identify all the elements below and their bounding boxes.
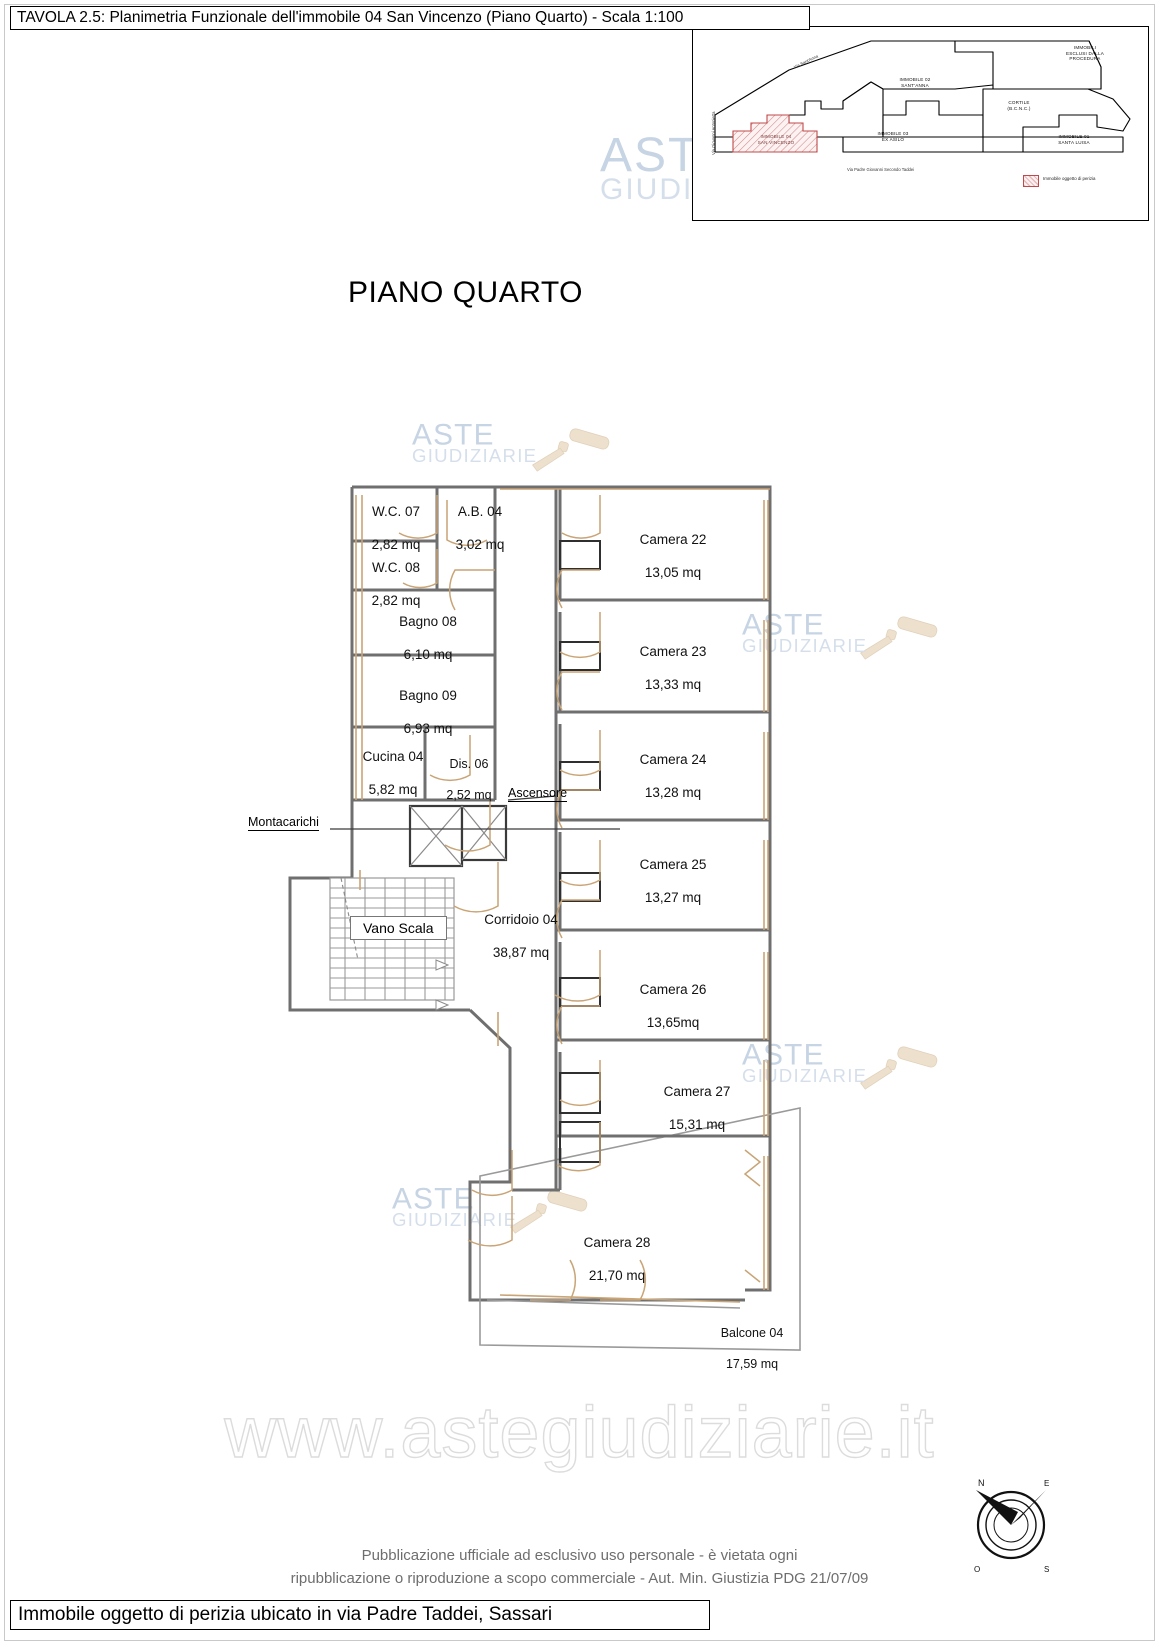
- room-name: Balcone 04: [720, 1326, 784, 1341]
- room-name: Cucina 04: [362, 749, 424, 765]
- compass-label-o: O: [974, 1565, 980, 1574]
- room-name: Camera 23: [639, 644, 707, 660]
- page-border: [4, 4, 1155, 1641]
- inset-label-immobile-02: IMMOBILE 02 SANT'ANNA: [899, 77, 931, 88]
- room-label-camera-22: Camera 22 13,05 mq: [608, 516, 738, 598]
- room-label-wc-07: W.C. 07 2,82 mq: [356, 488, 436, 570]
- inset-street-giovanni-antonietta: Via Giovanni Antonietta: [711, 111, 716, 155]
- room-name: Camera 24: [639, 752, 707, 768]
- compass-label-n: N: [978, 1478, 985, 1488]
- room-area: 5,82 mq: [368, 782, 418, 798]
- compass-label-s: S: [1044, 1565, 1049, 1574]
- room-name: A.B. 04: [457, 504, 503, 520]
- property-address-text: Immobile oggetto di perizia ubicato in v…: [18, 1604, 553, 1625]
- room-label-dis-06: Dis. 06 2,52 mq: [432, 742, 506, 818]
- drawing-title-text: TAVOLA 2.5: Planimetria Funzionale dell'…: [17, 9, 684, 26]
- room-label-wc-08: W.C. 08 2,82 mq: [356, 544, 436, 626]
- copyright-disclaimer: Pubblicazione ufficiale ad esclusivo uso…: [0, 1544, 1159, 1591]
- room-label-camera-27: Camera 27 15,31 mq: [632, 1068, 762, 1150]
- callout-ascensore: Ascensore: [508, 786, 568, 802]
- room-label-camera-25: Camera 25 13,27 mq: [608, 841, 738, 923]
- room-area: 17,59 mq: [725, 1356, 779, 1371]
- plan-walls-vestibules: [559, 540, 601, 1163]
- room-label-camera-23: Camera 23 13,33 mq: [608, 628, 738, 710]
- plan-windows: [355, 488, 770, 1303]
- room-name: Bagno 08: [399, 614, 457, 630]
- callout-montacarichi: Montacarichi: [248, 815, 319, 831]
- room-label-camera-28: Camera 28 21,70 mq: [552, 1219, 682, 1301]
- room-area: 13,27 mq: [644, 890, 702, 906]
- stairwell-graphic: [329, 877, 455, 1011]
- room-area: 13,28 mq: [644, 785, 702, 801]
- inset-legend-label: Immobile oggetto di perizia: [1043, 176, 1096, 181]
- room-name: W.C. 08: [371, 560, 420, 576]
- plan-balcony-outline: [479, 1107, 801, 1351]
- compass-rose-icon: N E O S: [974, 1478, 1049, 1574]
- room-name: Camera 28: [583, 1235, 651, 1251]
- room-label-camera-26: Camera 26 13,65mq: [608, 966, 738, 1048]
- room-label-bagno-09: Bagno 09 6,93 mq: [368, 672, 488, 754]
- room-area: 15,31 mq: [668, 1117, 726, 1133]
- room-name: Camera 25: [639, 857, 707, 873]
- inset-street-padre-taddei: Via Padre Giovanni Secondo Taddei: [847, 167, 915, 172]
- room-area: 2,82 mq: [371, 537, 421, 553]
- room-area: 3,02 mq: [455, 537, 505, 553]
- room-name: Camera 27: [663, 1084, 731, 1100]
- room-name: Dis. 06: [449, 757, 489, 772]
- callout-leader-lines: [330, 795, 620, 830]
- drawing-title-bar: TAVOLA 2.5: Planimetria Funzionale dell'…: [10, 6, 810, 30]
- inset-label-immobile-01: IMMOBILE 01 SANTA LUISA: [1058, 134, 1090, 145]
- room-name: W.C. 07: [371, 504, 420, 520]
- inset-label-cortile: CORTILE (B.C.N.C.): [1007, 100, 1031, 111]
- room-name: Camera 22: [639, 532, 707, 548]
- room-area: 2,82 mq: [371, 593, 421, 609]
- disclaimer-line-1: Pubblicazione ufficiale ad esclusivo uso…: [361, 1547, 798, 1564]
- room-label-camera-24: Camera 24 13,28 mq: [608, 736, 738, 818]
- room-area: 6,10 mq: [403, 647, 453, 663]
- room-area: 21,70 mq: [588, 1268, 646, 1284]
- room-label-ab-04: A.B. 04 3,02 mq: [440, 488, 520, 570]
- room-area: 13,65mq: [646, 1015, 700, 1031]
- room-name: Camera 26: [639, 982, 707, 998]
- room-name: Corridoio 04: [484, 912, 558, 928]
- room-area: 38,87 mq: [492, 945, 550, 961]
- property-address-bar: Immobile oggetto di perizia ubicato in v…: [10, 1600, 710, 1630]
- inset-legend-swatch: [1023, 175, 1039, 187]
- page-title: PIANO QUARTO: [348, 276, 583, 309]
- compass-label-e: E: [1044, 1479, 1049, 1488]
- room-label-bagno-08: Bagno 08 6,10 mq: [368, 598, 488, 680]
- inset-label-immobile-04: IMMOBILE 04 SAN VINCENZO: [757, 134, 795, 145]
- disclaimer-line-2: ripubblicazione o riproduzione a scopo c…: [290, 1570, 869, 1588]
- subject-building-highlight: [732, 114, 818, 153]
- label-vano-scala: Vano Scala: [350, 916, 447, 940]
- inset-label-immobili-esclusi: IMMOBILI ESCLUSI DALLA PROCEDURA: [1065, 45, 1105, 62]
- room-area: 13,33 mq: [644, 677, 702, 693]
- inset-label-immobile-03: IMMOBILE 03 EX ASILO: [877, 131, 909, 142]
- room-label-cucina-04: Cucina 04 5,82 mq: [350, 733, 436, 815]
- room-area: 6,93 mq: [403, 721, 453, 737]
- room-name: Bagno 09: [399, 688, 457, 704]
- room-label-corridoio-04: Corridoio 04 38,87 mq: [458, 896, 584, 978]
- plan-door-swings: [398, 495, 762, 1301]
- inset-key-map: IMMOBILI ESCLUSI DALLA PROCEDURA IMMOBIL…: [692, 26, 1149, 221]
- room-label-balcone-04: Balcone 04 17,59 mq: [690, 1311, 814, 1387]
- room-area: 2,52 mq: [446, 787, 492, 802]
- room-area: 13,05 mq: [644, 565, 702, 581]
